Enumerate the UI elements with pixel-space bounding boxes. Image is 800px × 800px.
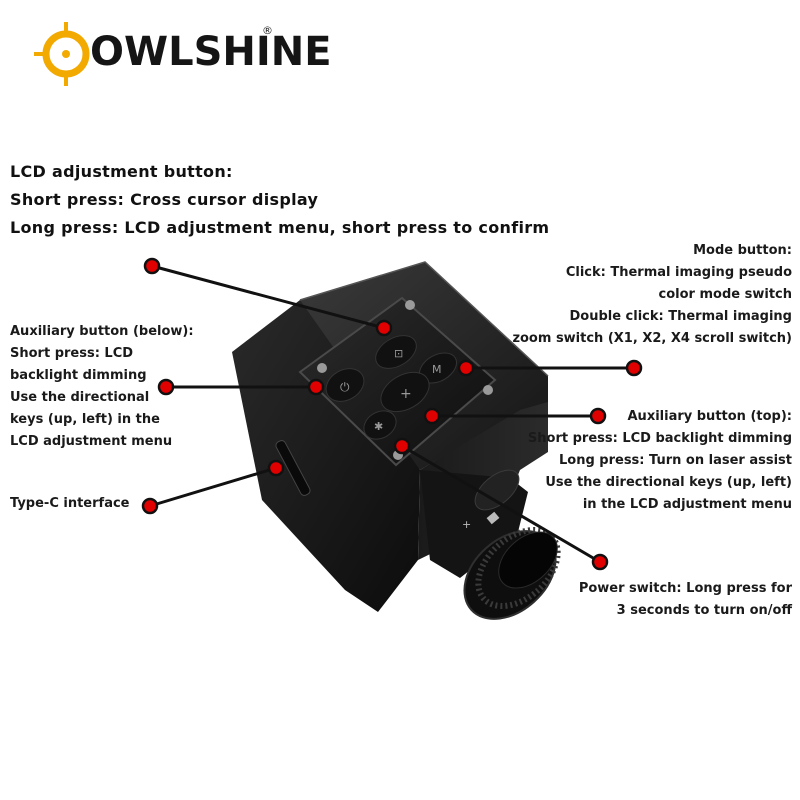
svg-text:+: + bbox=[462, 518, 471, 531]
marker-type-c-port bbox=[267, 459, 285, 477]
mode-button-line: color mode switch bbox=[658, 287, 792, 302]
marker-lcd-button bbox=[375, 319, 393, 337]
mode-icon: M bbox=[432, 363, 442, 376]
mode-button-line: Double click: Thermal imaging bbox=[569, 309, 792, 324]
mode-button-line: Click: Thermal imaging pseudo bbox=[565, 265, 792, 280]
lcd-button-long-press: Long press: LCD adjustment menu, short p… bbox=[10, 218, 550, 237]
aux-top-line: Short press: LCD backlight dimming bbox=[527, 431, 792, 446]
aux-below-line: Use the directional bbox=[10, 390, 150, 405]
marker-aux-below-label bbox=[157, 378, 175, 396]
mode-button-line: Mode button: bbox=[693, 243, 792, 258]
lcd-icon: ⊡ bbox=[394, 347, 403, 360]
aux-top-line: in the LCD adjustment menu bbox=[582, 497, 792, 512]
owlshine-logo: OWLSHINE ® bbox=[28, 18, 332, 88]
marker-aux-top-label bbox=[589, 407, 607, 425]
lcd-button-short-press: Short press: Cross cursor display bbox=[10, 190, 319, 209]
aux-top-line: Use the directional keys (up, left) bbox=[545, 475, 792, 490]
minus-icon: ✱ bbox=[374, 420, 383, 433]
aux-top-notes: Auxiliary button (top): Short press: LCD… bbox=[528, 406, 792, 516]
aux-below-line: Short press: LCD bbox=[10, 346, 134, 361]
type-c-port bbox=[275, 440, 311, 496]
aux-below-line: Auxiliary button (below): bbox=[10, 324, 194, 339]
power-line: Power switch: Long press for bbox=[578, 581, 792, 596]
aux-top-line: Auxiliary button (top): bbox=[627, 409, 793, 424]
mode-button-notes: Mode button: Click: Thermal imaging pseu… bbox=[512, 240, 792, 350]
device-left-side bbox=[232, 300, 420, 612]
aux-top-line: Long press: Turn on laser assist bbox=[558, 453, 792, 468]
marker-lcd-label bbox=[143, 257, 161, 275]
mode-button-line: zoom switch (X1, X2, X4 scroll switch) bbox=[512, 331, 792, 346]
registered-mark: ® bbox=[262, 24, 273, 37]
aux-below-line: backlight dimming bbox=[10, 368, 147, 383]
power-notes: Power switch: Long press for 3 seconds t… bbox=[579, 578, 792, 622]
power-line: 3 seconds to turn on/off bbox=[616, 603, 792, 618]
aux-below-button[interactable] bbox=[320, 362, 370, 408]
aux-below-notes: Auxiliary button (below): Short press: L… bbox=[10, 321, 194, 453]
lcd-button-title: LCD adjustment button: bbox=[10, 162, 233, 181]
lcd-adjust-button[interactable] bbox=[370, 329, 422, 375]
plus-icon: + bbox=[400, 386, 412, 402]
marker-aux-below-button bbox=[307, 378, 325, 396]
power-icon: ⏻ bbox=[340, 380, 350, 394]
marker-power-button bbox=[393, 437, 411, 455]
marker-aux-top-button bbox=[423, 407, 441, 425]
marker-power-label bbox=[591, 553, 609, 571]
marker-mode-label bbox=[625, 359, 643, 377]
crosshair-logo-icon bbox=[34, 22, 90, 86]
marker-mode-button bbox=[457, 359, 475, 377]
type-c-label: Type-C interface bbox=[10, 496, 130, 511]
aux-below-line: LCD adjustment menu bbox=[10, 434, 173, 449]
marker-type-c-label bbox=[141, 497, 159, 515]
brand-name: OWLSHINE bbox=[90, 29, 332, 75]
aux-below-line: keys (up, left) in the bbox=[10, 412, 160, 427]
lens-glass bbox=[498, 531, 558, 589]
power-button[interactable] bbox=[359, 405, 401, 445]
aux-top-button[interactable] bbox=[374, 364, 436, 419]
